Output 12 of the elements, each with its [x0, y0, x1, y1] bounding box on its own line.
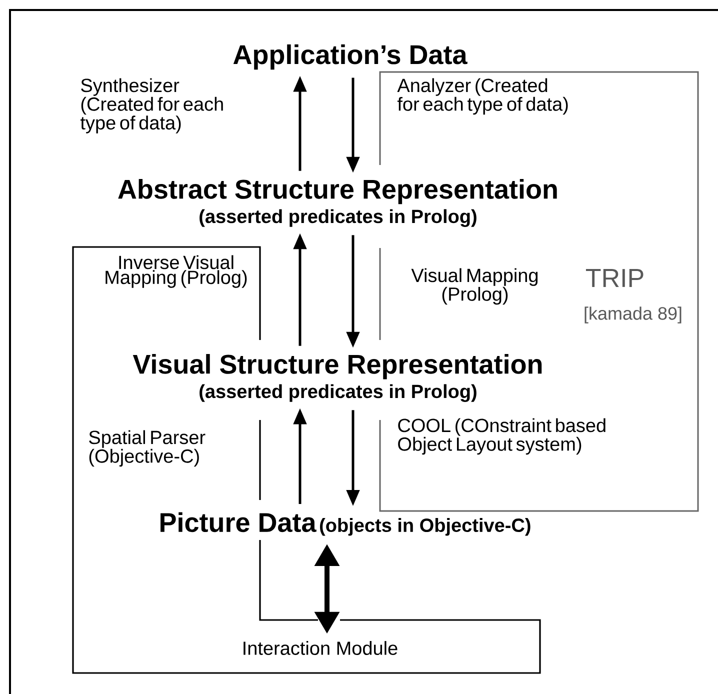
system-label: TRIP: [586, 269, 644, 287]
system-label: [kamada 89]: [584, 306, 682, 324]
edge-label: Visual Mapping (Prolog): [411, 268, 538, 305]
edge-label: Spatial Parser (Objective-C): [89, 430, 206, 467]
node-text: Visual Structure Representation (asserted predicates in Prolog): [132, 354, 542, 402]
edge-label: Inverse Visual Mapping (Prolog): [106, 255, 247, 288]
edge-label: COOL (COnstraint based Object Layout system): [398, 418, 606, 455]
edge-label: Analyzer (Created for each type of data): [397, 78, 568, 115]
node-text: Abstract Structure Representation (asserted predicates in Prolog): [118, 179, 557, 227]
edge-label: Synthesizer (Created for each type of data): [80, 78, 223, 134]
node-text: Application’s Data: [233, 44, 468, 70]
node-text: Interaction Module: [244, 641, 398, 655]
